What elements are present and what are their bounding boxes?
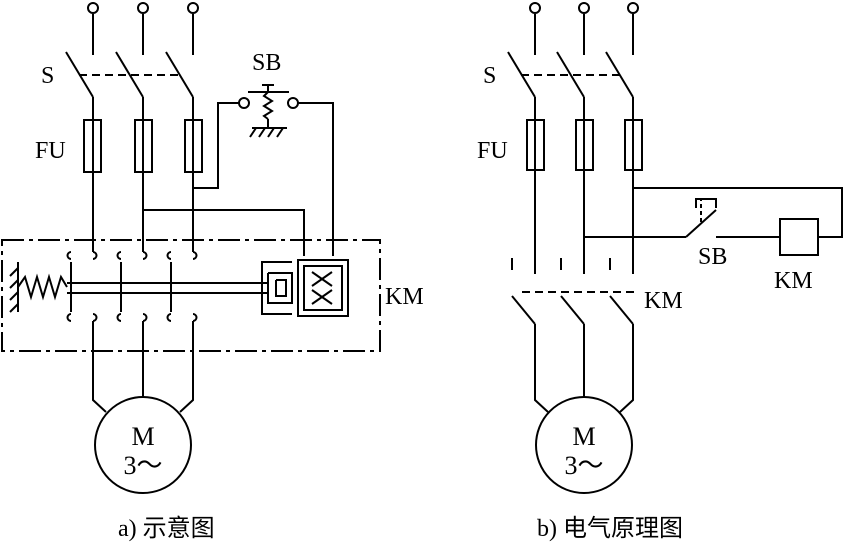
electromagnet bbox=[261, 259, 349, 317]
supply-terminals-b bbox=[529, 2, 639, 55]
moving-contacts bbox=[70, 262, 172, 312]
fuse-label-b: FU bbox=[477, 138, 508, 164]
return-spring bbox=[9, 262, 68, 313]
circuit-schematic-diagram bbox=[507, 2, 843, 494]
fuses-fu bbox=[83, 119, 203, 173]
button-label: SB bbox=[252, 50, 281, 76]
contactor-enclosure bbox=[1, 239, 381, 352]
switch-label-b: S bbox=[483, 63, 496, 89]
main-switch-s-b bbox=[507, 51, 634, 98]
circuit-labels: S FU SB KM KM M 3～ b) 电气原理图 bbox=[477, 63, 813, 542]
control-circuit bbox=[584, 187, 843, 256]
caption-b: b) 电气原理图 bbox=[537, 515, 683, 542]
fixed-contacts bbox=[66, 251, 198, 322]
push-button-sb bbox=[238, 84, 299, 138]
contactor-main-contacts bbox=[511, 252, 636, 325]
control-wiring bbox=[143, 102, 334, 256]
contact-label: KM bbox=[644, 288, 683, 314]
motor-leads bbox=[92, 321, 194, 413]
supply-terminals bbox=[87, 2, 199, 55]
motor-phase-label: 3～ bbox=[123, 451, 162, 480]
motor-label: M bbox=[131, 422, 154, 451]
actuating-rod bbox=[67, 282, 268, 294]
button-label-b: SB bbox=[698, 244, 727, 270]
motor-label-b: M bbox=[572, 422, 595, 451]
contactor-coil bbox=[779, 218, 819, 256]
caption-a: a) 示意图 bbox=[118, 515, 215, 542]
coil-label: KM bbox=[774, 268, 813, 294]
schematic-diagram bbox=[1, 2, 381, 494]
motor bbox=[94, 396, 192, 494]
fuse-label: FU bbox=[35, 138, 66, 164]
contactor-label: KM bbox=[385, 284, 424, 310]
motor-leads-b bbox=[534, 324, 634, 413]
motor-b bbox=[535, 396, 633, 494]
main-switch-s bbox=[65, 51, 194, 98]
switch-label: S bbox=[41, 63, 54, 89]
motor-phase-label-b: 3～ bbox=[564, 451, 603, 480]
fuses-fu-b bbox=[526, 119, 643, 171]
schematic-labels: S FU SB KM M 3～ a) 示意图 bbox=[35, 50, 424, 542]
